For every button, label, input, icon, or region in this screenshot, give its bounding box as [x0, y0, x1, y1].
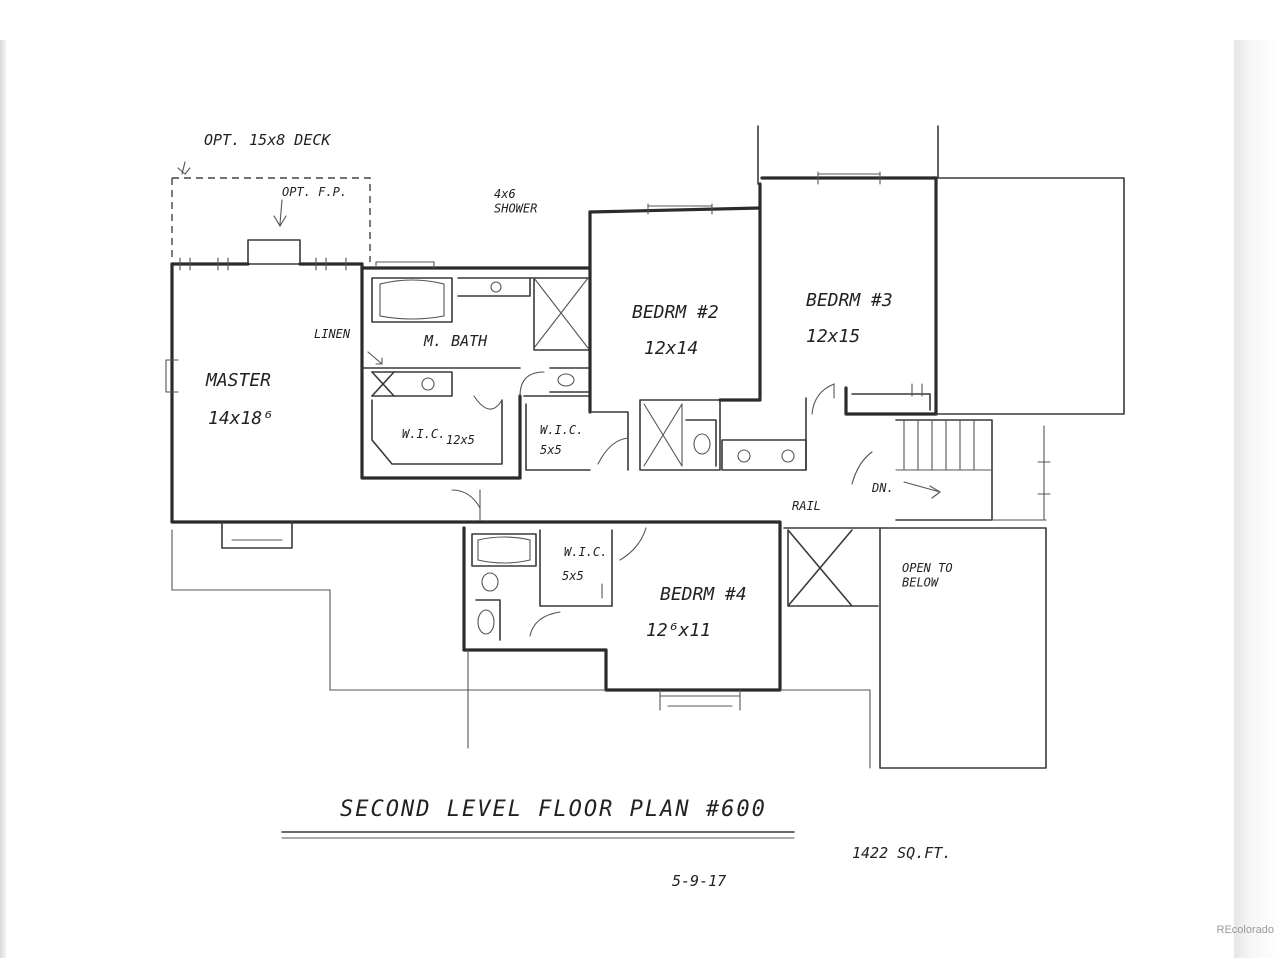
- label-wic-dim: 12x5: [446, 433, 475, 447]
- label-master-dim: 14x18⁶: [208, 408, 273, 429]
- label-wic: W.I.C.: [402, 427, 445, 441]
- hallway-walls: [466, 520, 881, 610]
- optional-deck-outline: [171, 161, 371, 265]
- scan-edge-right: [1234, 40, 1280, 958]
- label-wic3: W.I.C.: [564, 545, 607, 559]
- master-bath-walls: [360, 261, 592, 521]
- open-to-below-area: [879, 519, 1047, 769]
- stair: [851, 419, 1051, 521]
- label-bed3: BEDRM #3: [806, 290, 893, 311]
- label-wic2-dim: 5x5: [540, 443, 562, 457]
- label-rail: RAIL: [792, 499, 821, 513]
- bedroom-4-bath-walls: [462, 526, 647, 652]
- bedroom-3-walls: [757, 125, 939, 416]
- watermark-text: REcolorado: [1216, 924, 1274, 936]
- label-bed4: BEDRM #4: [660, 584, 747, 605]
- master-bedroom-walls: [165, 257, 470, 549]
- label-bed3-dim: 12x15: [806, 326, 860, 347]
- lower-level-outline: [171, 529, 871, 769]
- label-dn: DN.: [871, 481, 894, 495]
- label-bed2-dim: 12x14: [644, 338, 698, 359]
- plan-date: 5-9-17: [672, 872, 726, 890]
- label-bed2: BEDRM #2: [632, 302, 719, 323]
- plan-area: 1422 SQ.FT.: [852, 844, 951, 862]
- label-bed4-dim: 12⁶x11: [646, 620, 711, 641]
- label-linen: LINEN: [314, 327, 351, 341]
- drawing-sheet: [6, 40, 1234, 958]
- label-mbath: M. BATH: [423, 332, 488, 350]
- label-wic3-dim: 5x5: [562, 569, 584, 583]
- label-master: MASTER: [205, 370, 271, 391]
- bedroom-4-walls: [604, 606, 782, 711]
- title-block: SECOND LEVEL FLOOR PLAN #600 1422 SQ.FT.…: [281, 797, 951, 890]
- bedroom-2-walls: [588, 182, 762, 471]
- plan-title: SECOND LEVEL FLOOR PLAN #600: [340, 797, 767, 822]
- roof-outline: [935, 177, 1125, 415]
- label-wic2: W.I.C.: [540, 423, 583, 437]
- label-deck: OPT. 15x8 DECK: [204, 131, 331, 149]
- shared-bath-walls: [639, 397, 807, 471]
- scan-edge-left: [0, 40, 6, 958]
- label-fireplace: OPT. F.P.: [282, 185, 347, 199]
